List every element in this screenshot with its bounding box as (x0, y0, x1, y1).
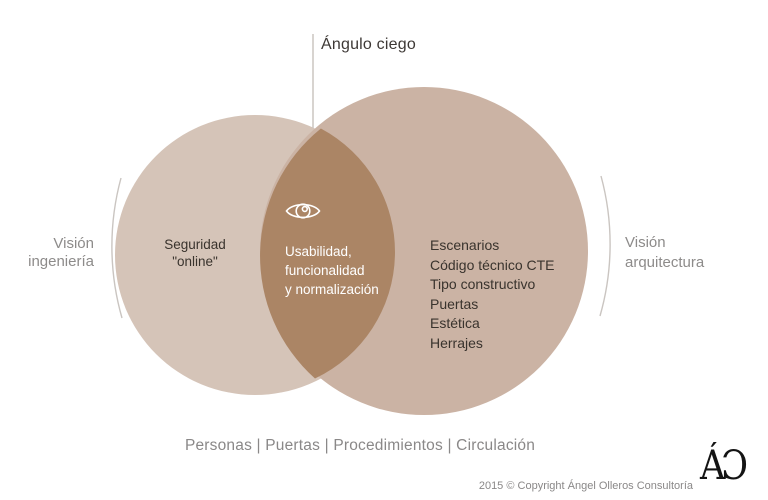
intersection-lens-shape (260, 128, 395, 379)
right-view-label: Visión arquitectura (625, 233, 704, 273)
left-view-line1: Visión (53, 235, 94, 252)
right-circle-item: Escenarios (430, 237, 500, 253)
left-circle-line2: "online" (172, 254, 218, 269)
right-view-line2: arquitectura (625, 254, 705, 271)
right-circle-list: Escenarios Código técnico CTE Tipo const… (430, 236, 555, 353)
left-circle-label: Seguridad "online" (145, 236, 245, 270)
right-bracket-arc (599, 175, 611, 317)
right-view-line1: Visión (625, 234, 666, 251)
left-bracket-arc (111, 177, 123, 319)
left-view-label: Visión ingeniería (0, 235, 94, 271)
right-circle-item: Herrajes (430, 334, 483, 351)
right-circle-item: Puertas (430, 295, 479, 312)
intersection-line3: y normalización (285, 282, 379, 297)
blind-spot-label: Ángulo ciego (321, 36, 416, 53)
intersection-content: Usabilidad, funcionalidad y normalizació… (285, 198, 379, 299)
copyright-text: 2015 © Copyright Ángel Olleros Consultor… (478, 480, 693, 492)
right-circle-item: Código técnico CTE (430, 256, 555, 273)
angel-olleros-logo: ÁƆ (700, 443, 748, 489)
intersection-line1: Usabilidad, (285, 244, 352, 259)
right-circle-item: Estética (430, 315, 480, 331)
footer-themes: Personas | Puertas | Procedimientos | Ci… (184, 437, 536, 454)
right-circle-item: Tipo constructivo (430, 276, 536, 292)
left-circle-line1: Seguridad (164, 237, 226, 252)
eye-icon (285, 198, 379, 229)
intersection-line2: funcionalidad (285, 263, 365, 278)
left-view-line2: ingeniería (28, 253, 94, 270)
